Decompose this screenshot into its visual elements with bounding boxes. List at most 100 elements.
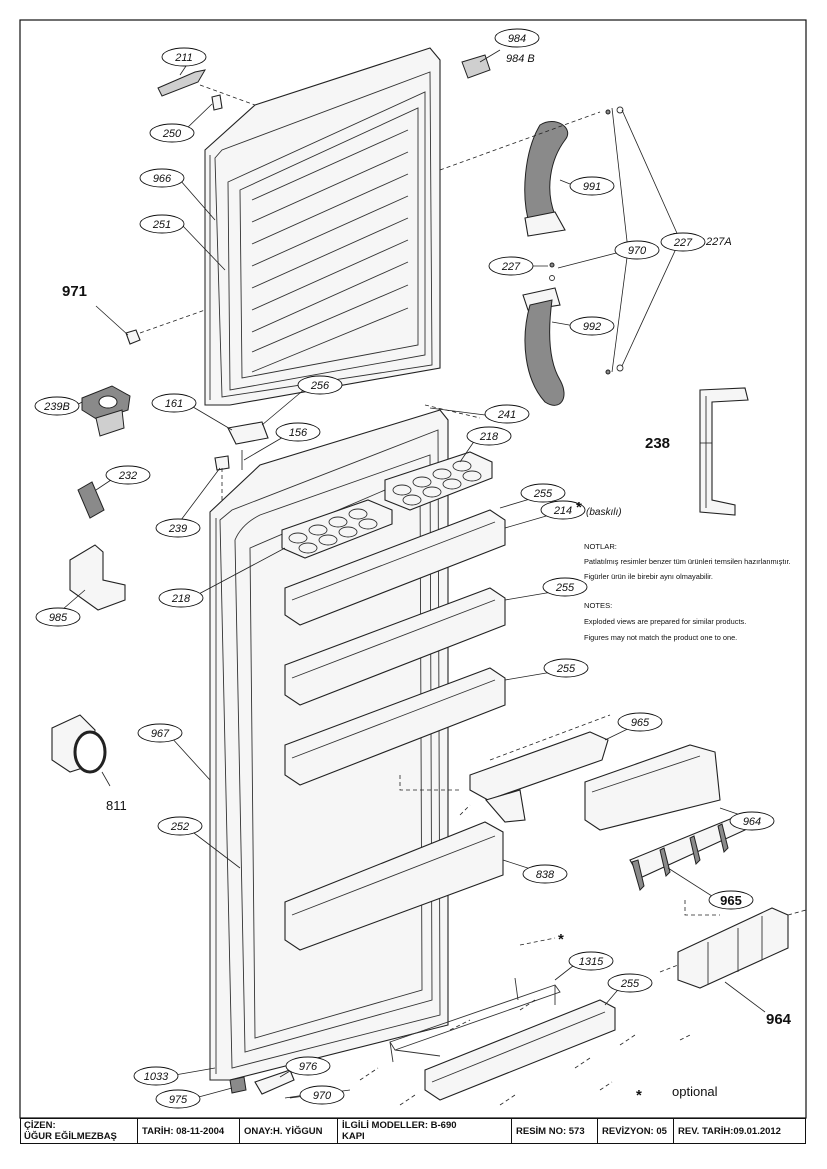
callout-966: 966 xyxy=(139,168,185,188)
svg-text:218: 218 xyxy=(171,593,191,605)
handle-992 xyxy=(522,287,565,406)
callout-1315: 1315 xyxy=(568,951,614,971)
svg-text:(baskılı): (baskılı) xyxy=(586,507,622,518)
label-964: 964 xyxy=(766,1011,792,1028)
svg-text:984 B: 984 B xyxy=(506,53,535,65)
callout-992: 992 xyxy=(569,316,615,336)
tb-cizen-name: ÜĞUR EĞİLMEZBAŞ xyxy=(24,1131,117,1142)
callout-965b: 965 xyxy=(708,890,754,910)
label-238: 238 xyxy=(645,435,670,452)
part-238 xyxy=(699,387,749,516)
svg-text:156: 156 xyxy=(289,427,308,439)
callout-227a: 227 xyxy=(660,232,706,252)
svg-text:241: 241 xyxy=(497,409,516,421)
svg-text:239B: 239B xyxy=(43,401,70,413)
svg-text:NOTES:: NOTES: xyxy=(584,601,612,610)
tb-cizen: ÇİZEN: ÜĞUR EĞİLMEZBAŞ xyxy=(20,1118,138,1144)
callout-975: 975 xyxy=(155,1089,201,1109)
svg-text:250: 250 xyxy=(162,128,182,140)
egg-tray-218b xyxy=(281,499,393,559)
callout-255c: 255 xyxy=(543,658,589,678)
svg-text:251: 251 xyxy=(152,219,171,231)
assembly-lines xyxy=(139,84,807,1106)
callout-211: 211 xyxy=(161,47,207,67)
tb-revizyon: REVİZYON: 05 xyxy=(598,1118,674,1144)
part-985 xyxy=(69,544,126,611)
tb-models: İLGİLİ MODELLER: B-690 KAPI xyxy=(338,1118,512,1144)
door-shelf-255-4 xyxy=(424,999,616,1101)
svg-text:255: 255 xyxy=(555,582,575,594)
callout-970a: 970 xyxy=(614,240,660,260)
svg-text:1315: 1315 xyxy=(579,956,604,968)
svg-text:991: 991 xyxy=(583,181,601,193)
svg-text:256: 256 xyxy=(310,380,330,392)
svg-text:975: 975 xyxy=(169,1094,188,1106)
tb-tarih: TARİH: 08-11-2004 xyxy=(138,1118,240,1144)
svg-text:992: 992 xyxy=(583,321,601,333)
part-811 xyxy=(51,714,107,774)
callout-984b: 984 B xyxy=(506,53,535,65)
callout-161: 161 xyxy=(151,393,197,413)
svg-text:239: 239 xyxy=(168,523,187,535)
callout-256: 256 xyxy=(297,375,343,395)
svg-text:232: 232 xyxy=(118,470,137,482)
tb-onay: ONAY:H. YİĞGUN xyxy=(240,1118,338,1144)
tb-models-line: İLGİLİ MODELLER: B-690 xyxy=(342,1120,457,1131)
svg-text:227: 227 xyxy=(673,237,693,249)
callout-984: 984 xyxy=(494,28,540,48)
svg-text:964: 964 xyxy=(743,816,761,828)
svg-text:Figures may not match the prod: Figures may not match the product one to… xyxy=(584,633,737,642)
callout-970b: 970 xyxy=(299,1085,345,1105)
svg-text:985: 985 xyxy=(49,612,68,624)
part-984 xyxy=(461,54,491,79)
svg-text:227: 227 xyxy=(501,261,521,273)
callout-255a: 255 xyxy=(520,483,566,503)
part-232 xyxy=(77,481,105,519)
asterisk-mark: * xyxy=(558,931,564,948)
part-965a xyxy=(469,731,609,823)
svg-text:1033: 1033 xyxy=(144,1071,169,1083)
door-shelf-255-3 xyxy=(284,667,506,786)
door-shelf-255-1 xyxy=(284,509,506,626)
title-block xyxy=(20,1118,806,1144)
part-964b xyxy=(677,907,789,989)
callout-838: 838 xyxy=(522,864,568,884)
callout-156: 156 xyxy=(275,422,321,442)
part-976 xyxy=(254,1069,295,1095)
svg-text:970: 970 xyxy=(628,245,647,257)
door-shelf-838 xyxy=(284,821,504,951)
svg-text:252: 252 xyxy=(170,821,189,833)
svg-text:965: 965 xyxy=(631,717,650,729)
svg-text:965: 965 xyxy=(720,893,742,908)
part-971 xyxy=(125,329,141,345)
tb-rev-tarih: REV. TARİH:09.01.2012 xyxy=(678,1125,781,1137)
callout-255d: 255 xyxy=(607,973,653,993)
callout-985: 985 xyxy=(35,607,81,627)
svg-text:970: 970 xyxy=(313,1090,332,1102)
callout-241: 241 xyxy=(484,404,530,424)
svg-text:838: 838 xyxy=(536,869,555,881)
callout-baski: *(baskılı) xyxy=(576,499,622,518)
callouts: 211 250 966 251 984 984 B 991 970 227 22… xyxy=(34,28,775,1109)
svg-text:966: 966 xyxy=(153,173,172,185)
svg-text:218: 218 xyxy=(479,431,499,443)
callout-218a: 218 xyxy=(466,426,512,446)
callout-255b: 255 xyxy=(542,577,588,597)
notes-block: NOTLAR: Patlatılmış resimler benzer tüm … xyxy=(584,542,791,642)
part-161-256 xyxy=(227,421,269,445)
tb-resim-no: RESİM NO: 573 xyxy=(512,1118,598,1144)
svg-text:255: 255 xyxy=(620,978,640,990)
svg-text:NOTLAR:: NOTLAR: xyxy=(584,542,617,551)
part-975 xyxy=(229,1076,247,1094)
callout-214: 214 xyxy=(540,500,586,520)
part-965b xyxy=(629,814,746,891)
svg-text:967: 967 xyxy=(151,728,170,740)
freezer-door xyxy=(204,47,441,406)
callout-251: 251 xyxy=(139,214,185,234)
optional-label: optional xyxy=(672,1084,718,1099)
door-shelf-255-2 xyxy=(284,587,506,706)
egg-tray-218a xyxy=(384,451,493,511)
callout-1033: 1033 xyxy=(133,1066,179,1086)
svg-text:Figürler ürün ile birebir aynı: Figürler ürün ile birebir aynı olmayabil… xyxy=(584,572,713,581)
optional-asterisk: * xyxy=(636,1087,642,1104)
